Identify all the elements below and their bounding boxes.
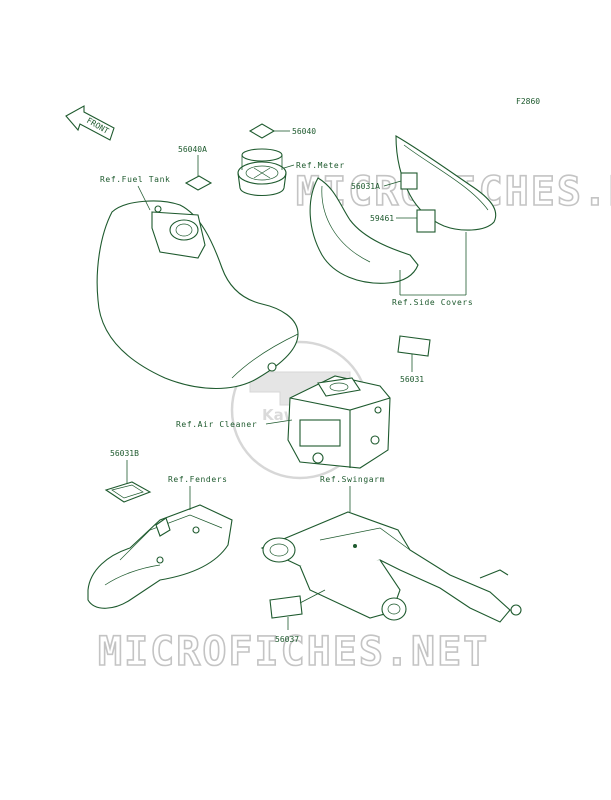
- ref-fenders-label: Ref.Fenders: [168, 475, 228, 484]
- figure-id: F2860: [516, 97, 540, 106]
- callout-56037: 56037: [275, 635, 299, 644]
- decal-56037: 56037: [269, 589, 326, 644]
- air-cleaner-drawing: [287, 375, 391, 469]
- decal-56031a: 56031A: [351, 172, 418, 191]
- callout-56031b: 56031B: [110, 449, 139, 458]
- decal-56031: 56031: [397, 335, 431, 384]
- ref-swingarm-label: Ref.Swingarm: [320, 475, 385, 484]
- callout-56040a: 56040A: [178, 145, 207, 154]
- ref-side-covers-label: Ref.Side Covers: [392, 298, 473, 307]
- decal-59461: 59461: [370, 209, 436, 233]
- callout-59461: 59461: [370, 214, 394, 223]
- decal-56031b: 56031B: [104, 449, 152, 503]
- side-covers-drawing: [309, 135, 497, 284]
- swingarm-drawing: [260, 511, 522, 623]
- callout-56031: 56031: [400, 375, 424, 384]
- meter-drawing: [237, 148, 287, 197]
- front-arrow-icon: FRONT: [65, 105, 115, 141]
- fenders-drawing: [87, 504, 233, 609]
- watermark-bottom: MICROFICHES.NET: [98, 629, 489, 675]
- ref-air-cleaner-label: Ref.Air Cleaner: [176, 420, 257, 429]
- ref-fuel-tank-label: Ref.Fuel Tank: [100, 175, 170, 184]
- decal-56040: 56040: [248, 123, 316, 139]
- callout-56031a: 56031A: [351, 182, 380, 191]
- side-covers-bracket: [399, 232, 467, 296]
- decal-56040a: 56040A: [178, 145, 213, 191]
- ref-meter-label: Ref.Meter: [296, 161, 345, 170]
- callout-56040: 56040: [292, 127, 316, 136]
- fuel-tank-drawing: [96, 200, 299, 390]
